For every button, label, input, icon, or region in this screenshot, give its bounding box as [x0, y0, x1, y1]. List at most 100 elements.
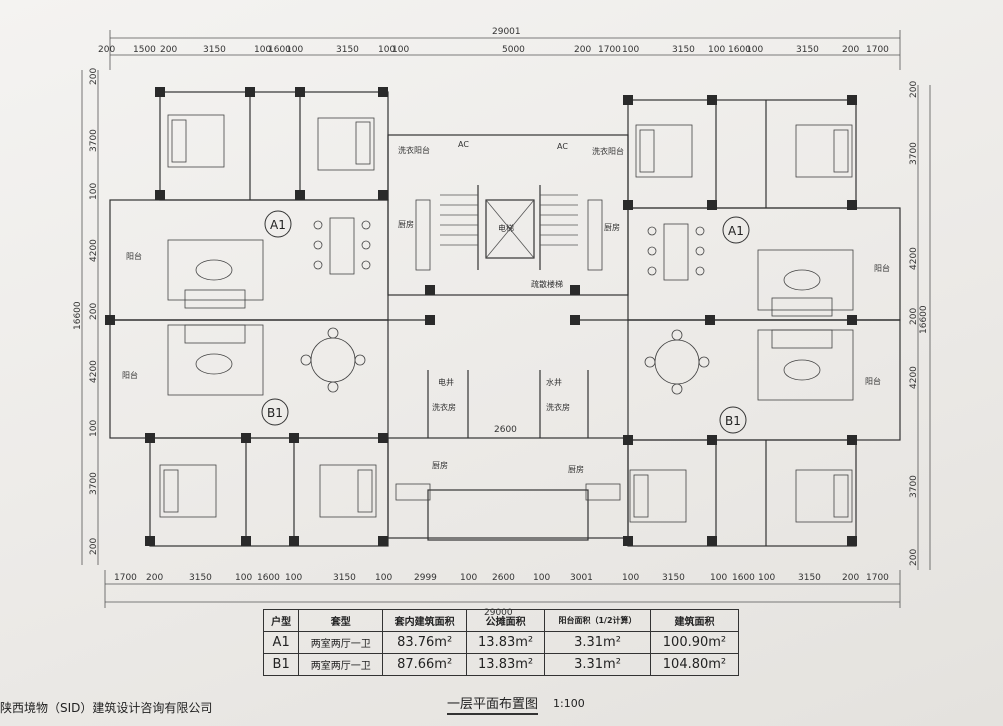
right-dim-label: 4200: [909, 247, 919, 270]
table-cell: A1: [262, 631, 300, 654]
bedroom-furniture: [159, 114, 853, 523]
table-cell: 两室两厅一卫: [298, 631, 384, 654]
living-room-furniture: [167, 239, 854, 401]
top-total-dim: 29001: [492, 27, 521, 37]
svg-text:B1: B1: [267, 406, 283, 420]
area-header-type: 户型: [262, 609, 300, 632]
right-dim-label: 4200: [909, 366, 919, 389]
top-dim-label: 200: [574, 45, 591, 55]
svg-text:A1: A1: [270, 218, 286, 232]
bottom-dim-label: 3150: [189, 573, 212, 583]
room-label-laundry-left: 洗衣房: [432, 402, 456, 412]
bottom-dim-label: 200: [842, 573, 859, 583]
structural-column: [295, 87, 305, 97]
left-dimension-chain: [81, 70, 99, 565]
structural-column: [705, 315, 715, 325]
bottom-dim-label: 100: [285, 573, 302, 583]
structural-column: [145, 433, 155, 443]
top-dim-label: 200: [842, 45, 859, 55]
left-dim-label: 4200: [89, 360, 99, 383]
structural-column: [623, 435, 633, 445]
left-dim-label: 3700: [89, 129, 99, 152]
right-dim-label: 3700: [909, 142, 919, 165]
right-dim-label: 3700: [909, 475, 919, 498]
stair-treads: [440, 194, 578, 246]
left-dim-label: 200: [89, 538, 99, 555]
top-dim-label: 5000: [502, 45, 525, 55]
structural-column: [289, 433, 299, 443]
bottom-dim-label: 3150: [798, 573, 821, 583]
structural-column: [623, 200, 633, 210]
structural-column: [425, 315, 435, 325]
top-dim-label: 1500: [133, 45, 156, 55]
dining-furniture: [300, 217, 710, 395]
top-dimension-chain: [109, 30, 901, 70]
left-dim-label: 100: [89, 183, 99, 200]
room-label-kitchen-bottom-left: 厨房: [432, 460, 448, 470]
left-total-dim: 16600: [73, 301, 83, 330]
top-dim-label: 1700: [866, 45, 889, 55]
room-label-balcony-top-right: 阳台: [874, 263, 890, 273]
structural-column: [241, 536, 251, 546]
top-dim-label: 100: [622, 45, 639, 55]
area-header-balcony-area: 阳台面积（1/2计算）: [544, 609, 651, 632]
structural-column: [245, 87, 255, 97]
right-dimension-chain: [917, 85, 931, 570]
structural-column: [241, 433, 251, 443]
top-dim-label: 1600: [728, 45, 751, 55]
bottom-dim-label: 1600: [257, 573, 280, 583]
unit-tag-b1-right: B1: [719, 406, 747, 434]
bottom-dim-label: 3150: [333, 573, 356, 583]
room-label-balcony-bottom-left: 阳台: [122, 370, 138, 380]
table-cell: 3.31m²: [544, 631, 651, 654]
structural-column: [707, 95, 717, 105]
structural-column: [847, 200, 857, 210]
bottom-dim-label: 3150: [662, 573, 685, 583]
top-dim-label: 3150: [796, 45, 819, 55]
bottom-dim-label: 3001: [570, 573, 593, 583]
structural-column: [570, 285, 580, 295]
room-label-laundry-balcony-left: 洗衣阳台: [398, 145, 430, 155]
bottom-dim-label: 2999: [414, 573, 437, 583]
top-dim-label: 3150: [672, 45, 695, 55]
top-dim-label: 1600: [268, 45, 291, 55]
top-dim-label: 3150: [336, 45, 359, 55]
structural-column: [570, 315, 580, 325]
right-dim-label: 200: [909, 81, 919, 98]
top-dim-label: 100: [392, 45, 409, 55]
top-dim-label: 100: [708, 45, 725, 55]
room-label-laundry-right: 洗衣房: [546, 402, 570, 412]
area-header-inner-area: 套内建筑面积: [382, 609, 468, 632]
room-label-laundry-balcony-right: 洗衣阳台: [592, 146, 624, 156]
svg-text:B1: B1: [725, 414, 741, 428]
area-table: 户型 套型 套内建筑面积 公摊面积 阳台面积（1/2计算） 建筑面积 A1 两室…: [262, 609, 740, 676]
structural-column: [623, 95, 633, 105]
left-dim-label: 3700: [89, 472, 99, 495]
table-cell: 两室两厅一卫: [298, 653, 384, 676]
right-total-dim: 16600: [919, 305, 929, 334]
top-dim-label: 100: [378, 45, 395, 55]
table-cell: 87.66m²: [382, 653, 468, 676]
elevator-car: [485, 199, 535, 259]
room-label-elevator: 电梯: [498, 223, 514, 233]
table-cell: B1: [262, 653, 300, 676]
room-label-ac-right: AC: [557, 142, 568, 151]
structural-column: [155, 87, 165, 97]
structural-column: [847, 95, 857, 105]
table-cell: 104.80m²: [649, 653, 740, 676]
structural-column: [707, 200, 717, 210]
drawing-scale: 1:100: [553, 697, 585, 710]
room-label-kitchen-top-left: 厨房: [398, 219, 414, 229]
bottom-dim-label: 100: [375, 573, 392, 583]
top-dim-label: 100: [746, 45, 763, 55]
table-cell: 83.76m²: [382, 631, 468, 654]
structural-column: [289, 536, 299, 546]
left-dim-label: 200: [89, 68, 99, 85]
structural-column: [847, 536, 857, 546]
structural-column: [378, 87, 388, 97]
structural-column: [707, 536, 717, 546]
room-label-ac-left: AC: [458, 140, 469, 149]
structural-column: [155, 190, 165, 200]
structural-column: [145, 536, 155, 546]
